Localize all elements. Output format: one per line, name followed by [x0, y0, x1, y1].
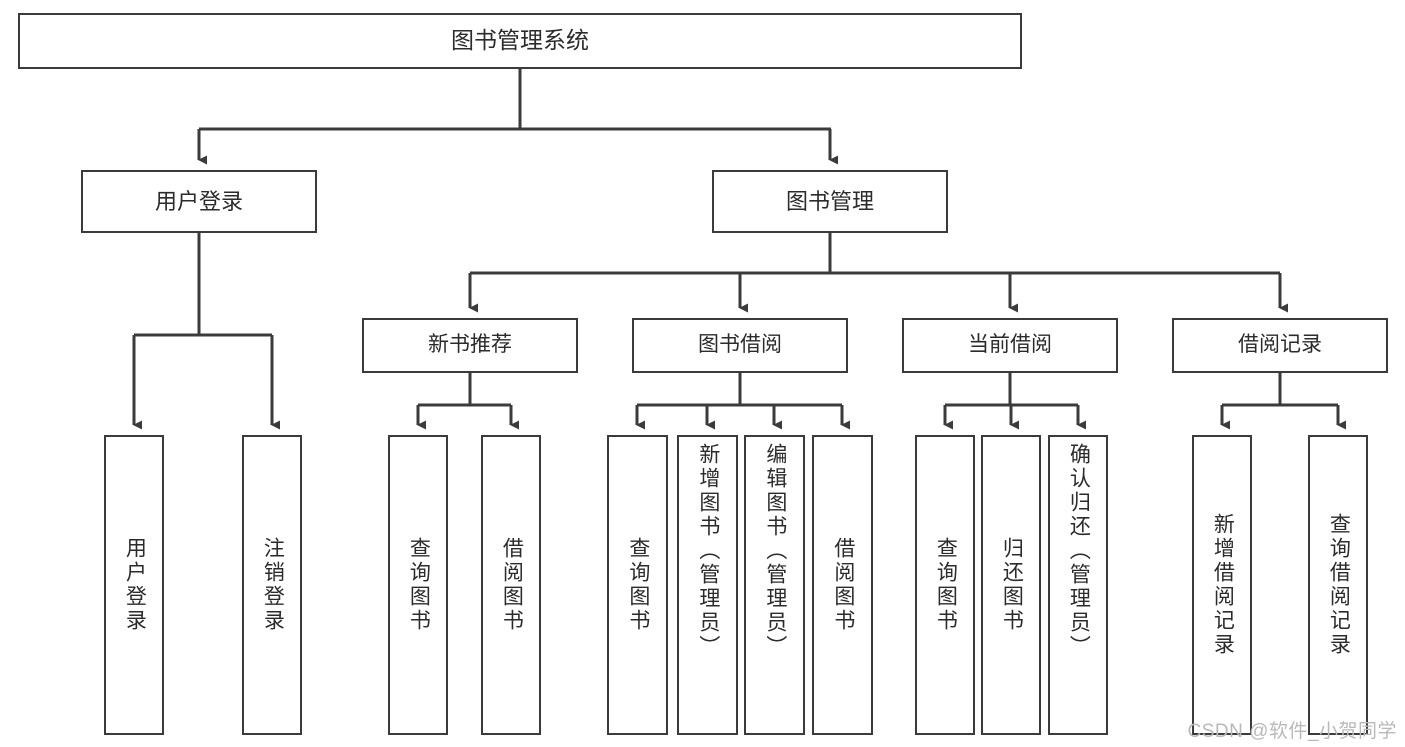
leaf-edit-book-admin[interactable]: 编辑图书（管理员）: [744, 435, 805, 735]
leaf-add-book-admin[interactable]: 新增图书（管理员）: [677, 435, 738, 735]
leaf-label: 借阅图书: [831, 537, 855, 633]
watermark: CSDN @软件_小贺同学: [1187, 721, 1397, 742]
leaf-confirm-return-admin[interactable]: 确认归还（管理员）: [1048, 435, 1108, 735]
leaf-query-borrow-record[interactable]: 查询借阅记录: [1308, 435, 1368, 735]
leaf-label: 用户登录: [123, 537, 147, 633]
node-book-management[interactable]: 图书管理: [712, 170, 948, 233]
leaf-query-book[interactable]: 查询图书: [607, 435, 668, 735]
leaf-label: 编辑图书（管理员）: [763, 443, 787, 659]
leaf-user-login[interactable]: 用户登录: [104, 435, 164, 735]
node-book-borrow[interactable]: 图书借阅: [632, 318, 848, 373]
node-current-borrow[interactable]: 当前借阅: [902, 318, 1118, 373]
leaf-label: 新增借阅记录: [1211, 513, 1235, 657]
leaf-add-borrow-record[interactable]: 新增借阅记录: [1192, 435, 1252, 735]
leaf-borrow-book-recommend[interactable]: 借阅图书: [481, 435, 541, 735]
leaf-label: 归还图书: [1000, 537, 1024, 633]
leaf-label: 查询借阅记录: [1327, 513, 1351, 657]
node-borrow-record[interactable]: 借阅记录: [1172, 318, 1388, 373]
leaf-label: 借阅图书: [500, 537, 524, 633]
leaf-label: 新增图书（管理员）: [696, 443, 720, 659]
leaf-query-book-current[interactable]: 查询图书: [915, 435, 975, 735]
leaf-label: 查询图书: [626, 537, 650, 633]
node-new-book-recommend[interactable]: 新书推荐: [362, 318, 578, 373]
leaf-label: 查询图书: [407, 537, 431, 633]
leaf-borrow-book[interactable]: 借阅图书: [812, 435, 873, 735]
node-root[interactable]: 图书管理系统: [18, 13, 1022, 69]
leaf-return-book[interactable]: 归还图书: [981, 435, 1041, 735]
leaf-query-book-recommend[interactable]: 查询图书: [388, 435, 448, 735]
leaf-label: 确认归还（管理员）: [1067, 443, 1091, 659]
leaf-logout[interactable]: 注销登录: [242, 435, 302, 735]
leaf-label: 查询图书: [934, 537, 958, 633]
leaf-label: 注销登录: [261, 537, 285, 633]
node-user-login[interactable]: 用户登录: [81, 170, 317, 233]
